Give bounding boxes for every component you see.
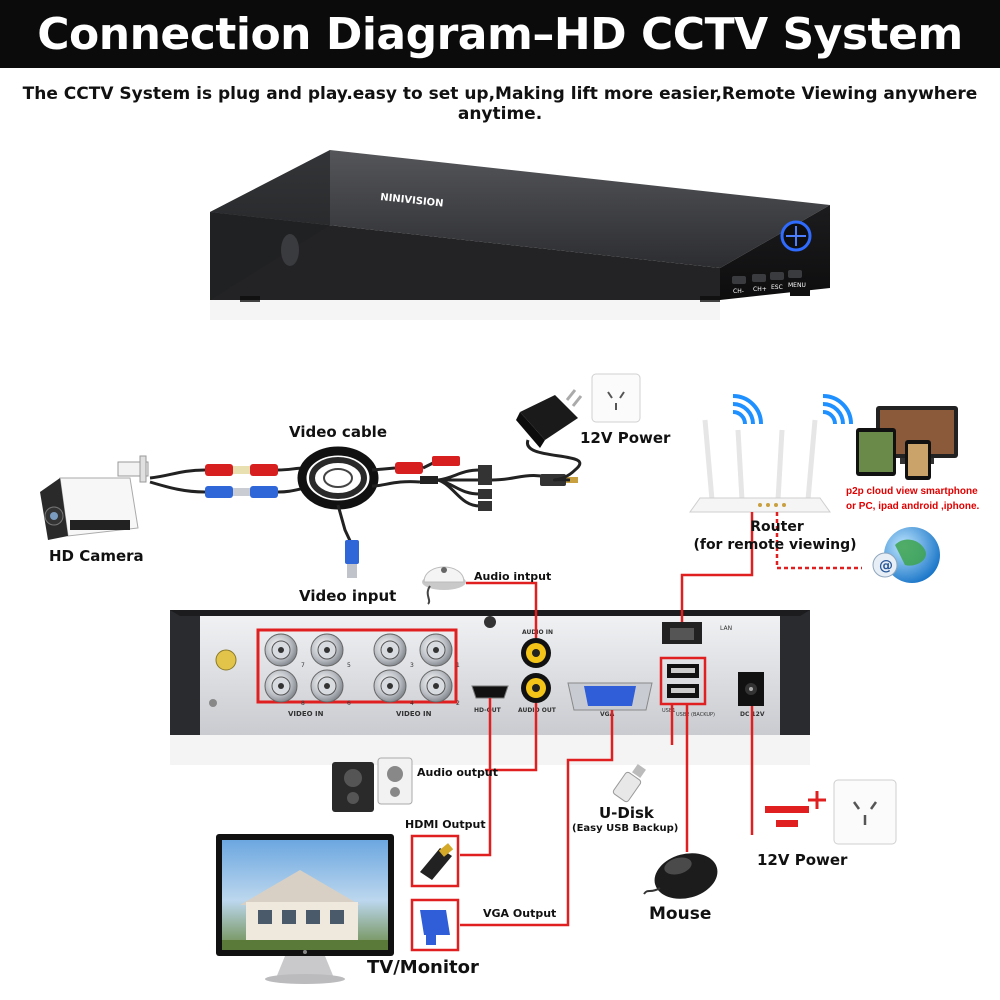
usb-port-1[interactable] [667,664,699,678]
bnc-video-port[interactable] [310,669,344,703]
vga-output-label: VGA Output [483,907,557,920]
mouse-icon [643,853,718,899]
hdmi-output-label: HDMI Output [405,818,486,831]
tv-monitor-label: TV/Monitor [367,957,479,978]
remote-link-line [775,512,862,570]
power-top-label: 12V Power [580,429,671,447]
bnc-video-port[interactable] [310,633,344,667]
bnc-video-port[interactable] [264,633,298,667]
hd-camera-label: HD Camera [49,547,144,565]
channel-number: 1 [456,662,460,669]
bnc-video-port[interactable] [373,633,407,667]
connection-lines [460,512,754,927]
video-cable-connectors [205,464,278,498]
bnc-video-port[interactable] [373,669,407,703]
channel-number: 7 [301,662,305,669]
lan-port-label: LAN [720,625,732,632]
bnc-connector-icon [345,540,359,578]
p2p-label-line1: p2p cloud view smartphone [846,486,978,497]
hdmi-port[interactable] [471,685,509,699]
bnc-video-port[interactable] [264,669,298,703]
wall-outlet-top-icon [591,373,641,423]
usb-highlight [659,656,707,706]
svg-text:@: @ [879,558,893,574]
power-bottom-label: 12V Power [757,851,848,869]
usb-port-2[interactable] [667,684,699,698]
menu-button[interactable] [788,270,802,278]
router-sub-label: (for remote viewing) [693,537,857,553]
lan-port[interactable] [662,622,702,644]
video-input-label: Video input [299,587,397,605]
speakers-icon [332,757,413,812]
video-in-bnc-group [256,628,458,704]
internet-globe-icon: @ [872,527,940,583]
vga-port[interactable] [567,682,653,711]
hd-camera-icon [40,455,149,540]
channel-number: 5 [347,662,351,669]
dc-polarity-icon [765,791,826,827]
vga-cable-box [410,898,460,952]
page-title: Connection Diagram–HD CCTV System [37,8,963,60]
title-banner: Connection Diagram–HD CCTV System [0,0,1000,68]
wifi-icon-right [822,394,853,425]
tv-monitor-icon [216,834,394,984]
remote-devices-icon [856,406,958,480]
channel-number: 2 [456,700,460,707]
power-splitter-icon [420,465,492,511]
power-adapter-icon [516,389,583,482]
audio-out-port[interactable] [521,673,551,703]
audio-input-mic-icon [422,566,466,605]
p2p-label-line2: or PC, ipad android ,iphone. [846,501,980,512]
router-label: Router [750,519,804,535]
usb1-label: USB1 [662,708,675,714]
bnc-video-port[interactable] [419,669,453,703]
mouse-label: Mouse [649,904,712,924]
channel-number: 4 [410,700,414,707]
audio-output-label: Audio output [417,766,498,779]
ch-minus-button[interactable] [732,276,746,284]
video-in-label-right: VIDEO IN [396,710,432,718]
cable-coil-icon [297,446,379,510]
video-cable-label: Video cable [289,423,387,441]
ch-plus-button[interactable] [752,274,766,282]
wifi-icon-left [732,394,763,425]
dc-power-port[interactable] [738,672,764,706]
usb-disk-icon [612,764,646,803]
subtitle: The CCTV System is plug and play.easy to… [22,84,978,124]
vga-port-label: VGA [600,711,615,718]
wall-outlet-bottom-icon [833,779,897,845]
menu-label: MENU [788,282,806,289]
channel-number: 3 [410,662,414,669]
ch-plus-label: CH+ [753,286,767,293]
dvr-unit: NINIVISION CH- CH+ ESC MENU [210,150,830,320]
audio-input-label: Audio intput [474,570,552,583]
usb2-label: USB2 (BACKUP) [676,712,715,718]
bnc-video-port[interactable] [419,633,453,667]
udisk-sub-label: (Easy USB Backup) [572,823,679,834]
hdmi-port-label: HD-OUT [474,707,502,714]
audio-out-port-label: AUDIO OUT [518,707,557,714]
hdmi-cable-box [410,834,460,888]
audio-in-port[interactable] [521,638,551,668]
dvr-front-buttons: CH- CH+ ESC MENU [732,270,806,295]
esc-button[interactable] [770,272,784,280]
router-icon [689,419,831,513]
ch-minus-label: CH- [733,288,744,295]
esc-label: ESC [771,284,783,291]
udisk-label: U-Disk [599,804,654,822]
channel-number: 6 [347,700,351,707]
audio-in-port-label: AUDIO IN [522,629,553,636]
video-in-label-left: VIDEO IN [288,710,324,718]
channel-number: 8 [301,700,305,707]
